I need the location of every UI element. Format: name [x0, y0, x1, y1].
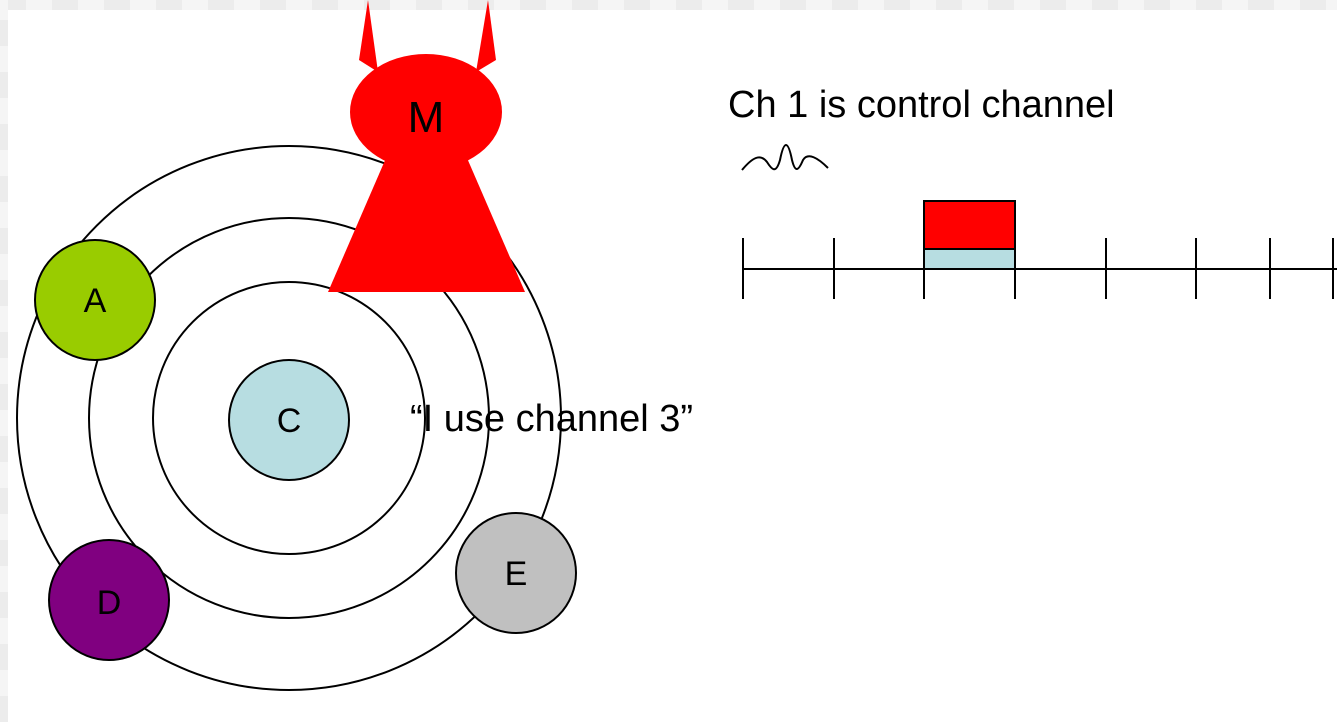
control-channel-text: Ch 1 is control channel	[728, 84, 1115, 126]
attacker-label: M	[407, 93, 445, 142]
channel-use-block	[923, 248, 1016, 270]
top-border	[0, 0, 1337, 10]
signal-wave-icon	[741, 144, 829, 171]
channel-jam-block	[923, 200, 1016, 250]
devil-body	[328, 158, 525, 292]
devil-left-horn	[359, 0, 378, 72]
ring-inner	[152, 281, 426, 555]
devil-head	[350, 54, 502, 170]
node-a-label: A	[83, 282, 107, 320]
ring-outer	[16, 145, 562, 691]
devil-figure-icon	[328, 0, 525, 292]
channel-quote-text: “I use channel 3”	[410, 398, 694, 440]
node-d-label: D	[96, 584, 122, 622]
node-c-label: C	[276, 402, 302, 440]
node-e	[455, 512, 577, 634]
left-border	[0, 0, 8, 722]
node-c	[228, 359, 350, 481]
devil-right-horn	[476, 0, 496, 72]
node-d	[48, 539, 170, 661]
channel-axis	[742, 238, 1337, 299]
node-a	[34, 239, 156, 361]
node-e-label: E	[504, 555, 528, 593]
ring-middle	[88, 217, 490, 619]
